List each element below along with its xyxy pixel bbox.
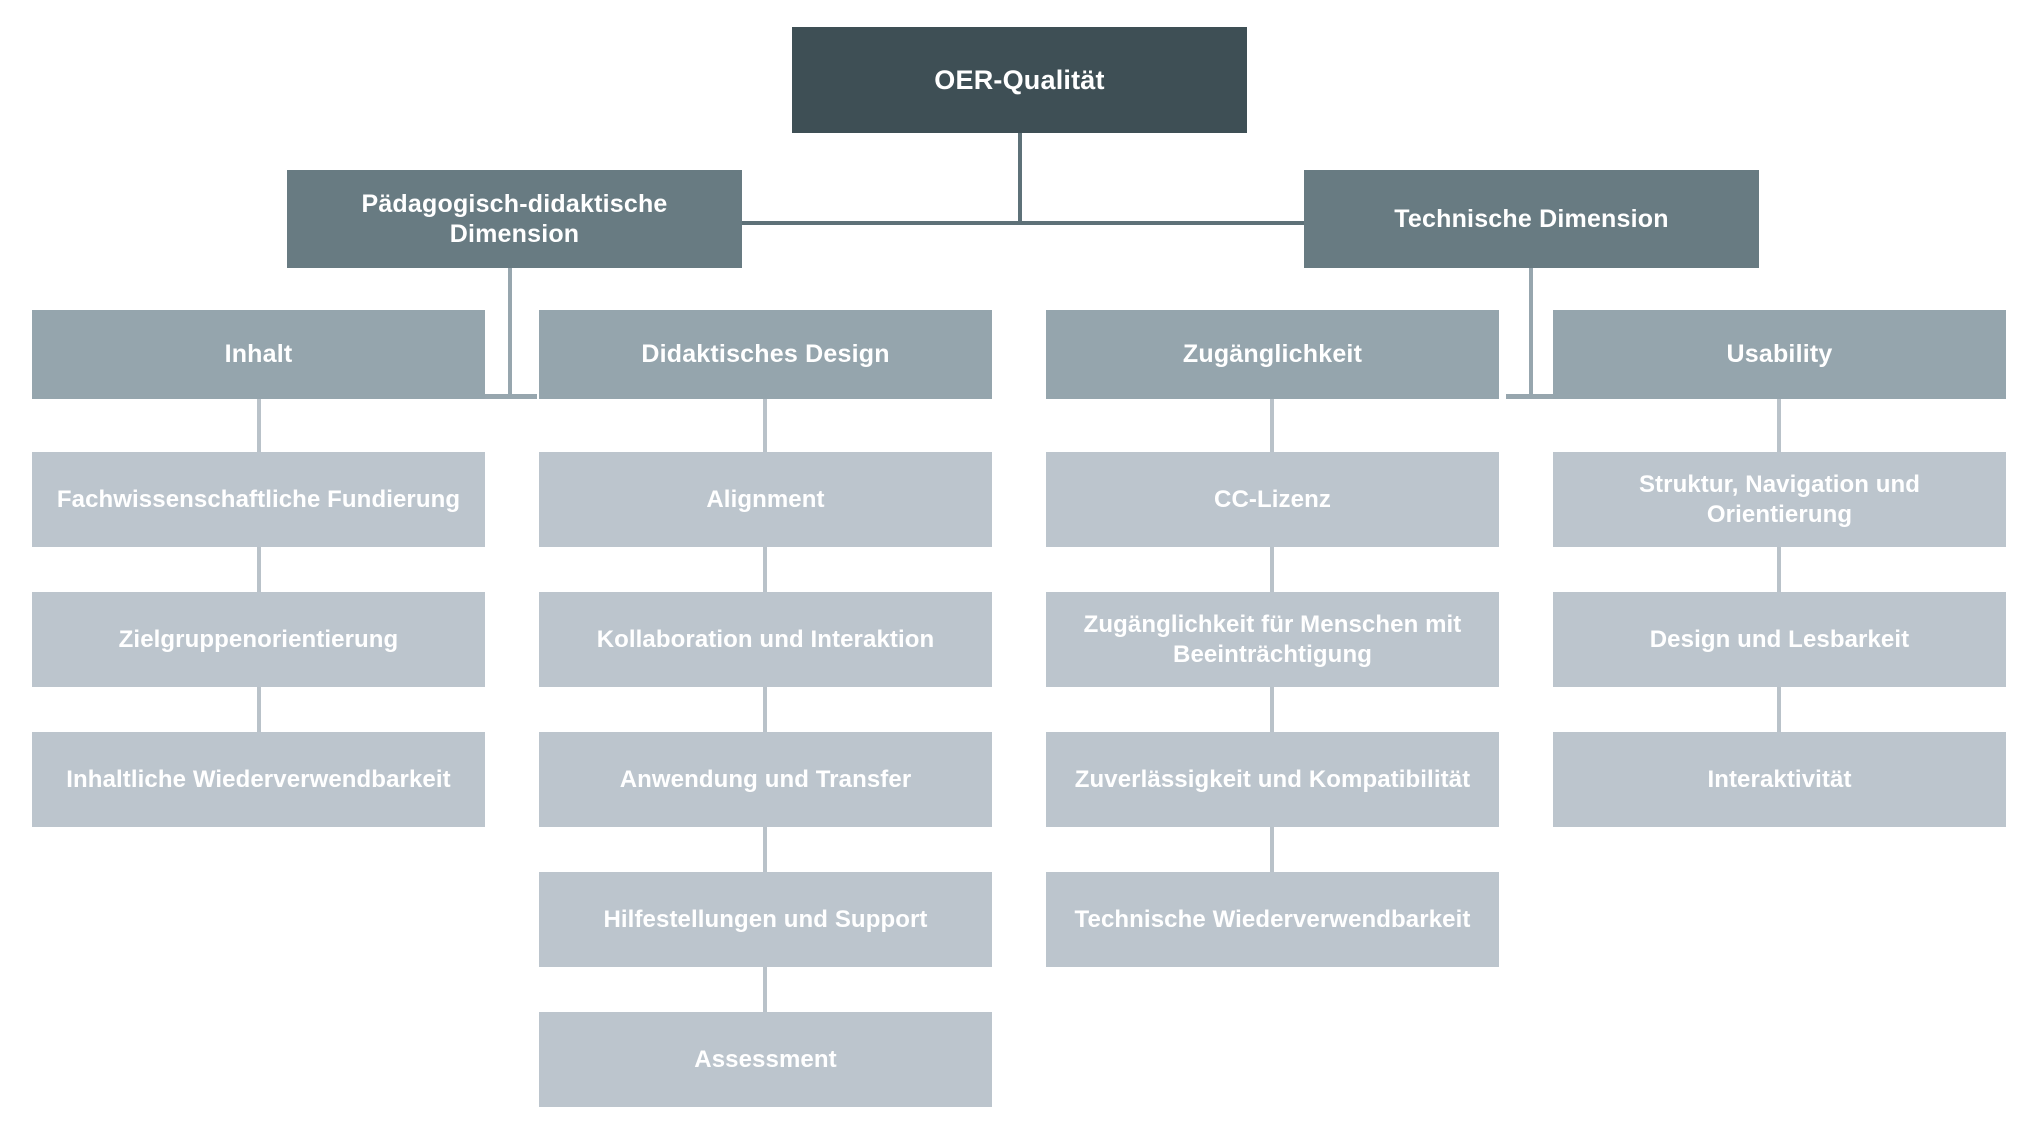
node-label: Zugänglichkeit für Menschen mit Beeinträ… xyxy=(1083,611,1462,668)
node-dimension-paedagogisch-didaktische[interactable]: Pädagogisch-didaktische Dimension xyxy=(287,170,742,268)
node-category-inhalt[interactable]: Inhalt xyxy=(32,310,485,399)
node-label: Fachwissenschaftliche Fundierung xyxy=(56,485,461,513)
node-label: Anwendung und Transfer xyxy=(619,765,912,793)
node-label: Interaktivität xyxy=(1707,765,1852,793)
node-criterion-inhaltliche-wiederverwendbarkeit[interactable]: Inhaltliche Wiederverwendbarkeit xyxy=(32,732,485,827)
node-label: CC-Lizenz xyxy=(1214,485,1331,513)
connector-technical-vertical xyxy=(1529,268,1533,398)
node-criterion-alignment[interactable]: Alignment xyxy=(539,452,992,547)
node-label: Inhaltliche Wiederverwendbarkeit xyxy=(66,765,451,793)
node-criterion-design-und-lesbarkeit[interactable]: Design und Lesbarkeit xyxy=(1553,592,2006,687)
connector-pedagogical-vertical xyxy=(508,268,512,398)
node-criterion-interaktivitaet[interactable]: Interaktivität xyxy=(1553,732,2006,827)
node-category-usability[interactable]: Usability xyxy=(1553,310,2006,399)
node-label: Didaktisches Design xyxy=(641,340,890,369)
node-label: Alignment xyxy=(706,485,825,513)
connector-technical-children-bar xyxy=(1506,394,1558,399)
node-label: Usability xyxy=(1726,340,1833,369)
node-label: Hilfestellungen und Support xyxy=(603,905,928,933)
node-criterion-zugaenglichkeit-fuer-menschen-mit-beeintraechtigung[interactable]: Zugänglichkeit für Menschen mit Beeinträ… xyxy=(1046,592,1499,687)
node-label: Pädagogisch-didaktische Dimension xyxy=(361,189,668,249)
node-criterion-zielgruppenorientierung[interactable]: Zielgruppenorientierung xyxy=(32,592,485,687)
node-label: Struktur, Navigation und Orientierung xyxy=(1638,471,1921,528)
node-criterion-assessment[interactable]: Assessment xyxy=(539,1012,992,1107)
node-criterion-anwendung-und-transfer[interactable]: Anwendung und Transfer xyxy=(539,732,992,827)
node-label: Inhalt xyxy=(224,340,293,369)
node-label: OER-Qualität xyxy=(934,64,1105,95)
node-criterion-hilfestellungen-und-support[interactable]: Hilfestellungen und Support xyxy=(539,872,992,967)
node-label: Zuverlässigkeit und Kompatibilität xyxy=(1074,765,1471,793)
node-criterion-cc-lizenz[interactable]: CC-Lizenz xyxy=(1046,452,1499,547)
node-criterion-kollaboration-und-interaktion[interactable]: Kollaboration und Interaktion xyxy=(539,592,992,687)
node-criterion-technische-wiederverwendbarkeit[interactable]: Technische Wiederverwendbarkeit xyxy=(1046,872,1499,967)
node-dimension-technische[interactable]: Technische Dimension xyxy=(1304,170,1759,268)
node-category-didaktisches-design[interactable]: Didaktisches Design xyxy=(539,310,992,399)
node-label: Kollaboration und Interaktion xyxy=(596,625,935,653)
node-label: Technische Dimension xyxy=(1394,204,1669,233)
node-category-zugaenglichkeit[interactable]: Zugänglichkeit xyxy=(1046,310,1499,399)
node-criterion-zuverlaessigkeit-und-kompatibilitaet[interactable]: Zuverlässigkeit und Kompatibilität xyxy=(1046,732,1499,827)
node-label: Assessment xyxy=(694,1045,837,1073)
connector-pedagogical-children-bar xyxy=(485,394,537,399)
node-label: Zugänglichkeit xyxy=(1182,340,1363,369)
node-criterion-fachwissenschaftliche-fundierung[interactable]: Fachwissenschaftliche Fundierung xyxy=(32,452,485,547)
node-label: Zielgruppenorientierung xyxy=(118,625,399,653)
connector-root-vertical xyxy=(1018,133,1022,223)
node-root-oer-qualitaet[interactable]: OER-Qualität xyxy=(792,27,1247,133)
connector-dimensions-horizontal xyxy=(740,221,1306,225)
node-criterion-struktur-navigation-und-orientierung[interactable]: Struktur, Navigation und Orientierung xyxy=(1553,452,2006,547)
node-label: Technische Wiederverwendbarkeit xyxy=(1074,905,1471,933)
node-label: Design und Lesbarkeit xyxy=(1649,625,1910,653)
